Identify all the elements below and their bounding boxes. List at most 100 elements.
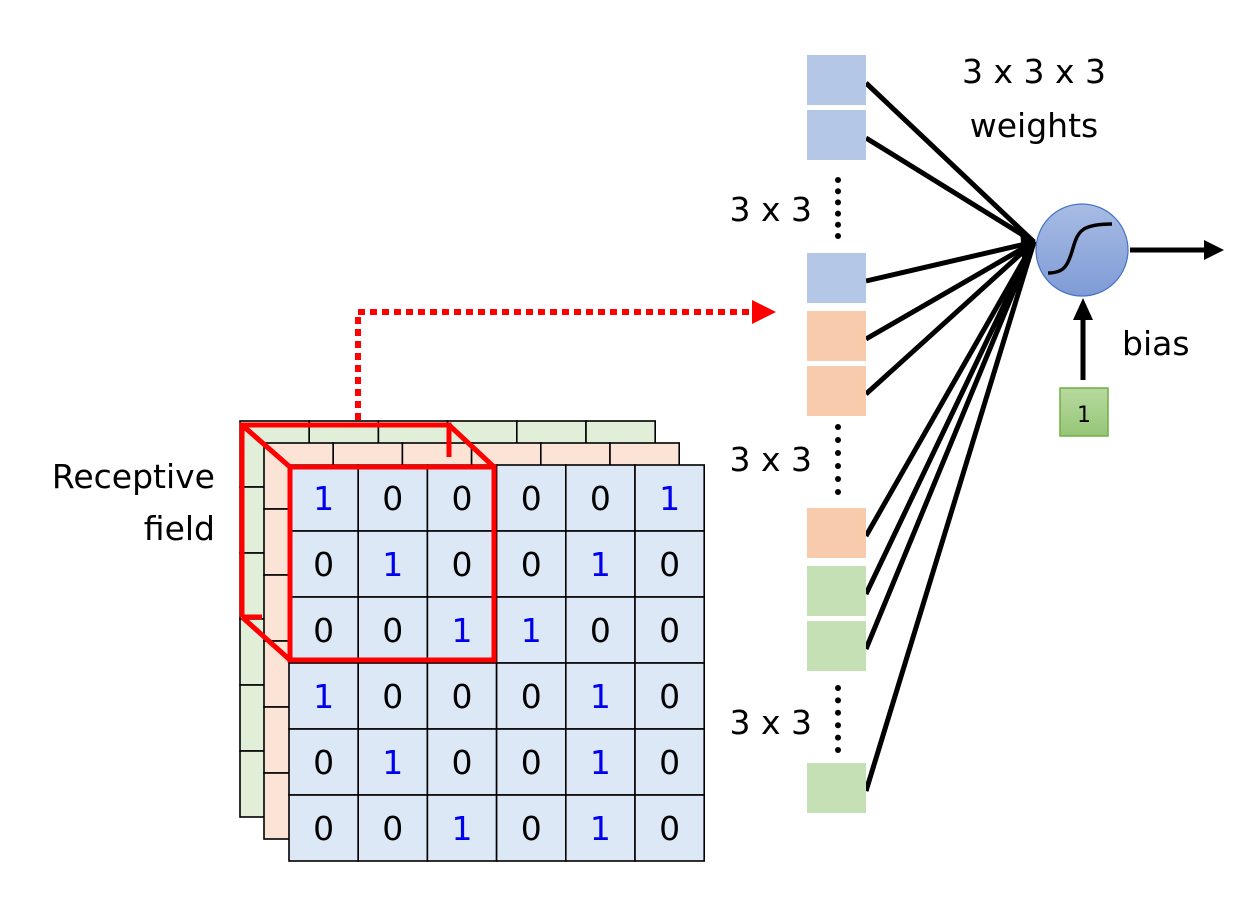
weight-box: [807, 763, 866, 813]
input-value: 0: [521, 809, 542, 848]
input-cell: [564, 530, 636, 598]
input-value: 0: [590, 611, 611, 650]
weight-ellipses: [835, 177, 841, 753]
input-value: 1: [452, 809, 473, 848]
output-arrow: [1130, 240, 1224, 260]
input-value: 0: [659, 743, 680, 782]
sigmoid-icon: [1047, 222, 1113, 275]
weights-title-line2: weights: [970, 106, 1098, 145]
input-value: 0: [382, 479, 403, 518]
ellipsis-dot: [835, 489, 841, 495]
receptive-field-label-line2: field: [144, 509, 215, 548]
input-cell: [426, 596, 498, 664]
weight-box: [807, 55, 866, 105]
input-value: 0: [521, 677, 542, 716]
input-cell: [357, 794, 429, 862]
ellipsis-dot: [835, 709, 841, 716]
input-cell: [495, 728, 567, 796]
input-value: 1: [382, 743, 403, 782]
ellipsis-dot: [835, 722, 841, 729]
weight-connection: [865, 239, 1035, 284]
neuron-circle: [1035, 203, 1129, 297]
receptive-field-box: [239, 422, 497, 663]
bias-label: bias: [1122, 324, 1190, 363]
weight-connection: [863, 240, 1037, 596]
input-value: 0: [521, 479, 542, 518]
bias-value: 1: [1077, 403, 1091, 428]
weight-connection: [864, 239, 1036, 342]
receptive-back-face: [239, 422, 452, 617]
input-cell: [288, 464, 359, 532]
input-value: 0: [382, 809, 403, 848]
ellipsis-dot: [835, 210, 841, 217]
input-value: 0: [659, 809, 680, 848]
input-value: 0: [382, 611, 403, 650]
input-value: 1: [313, 479, 334, 518]
ellipsis-dot: [835, 437, 841, 443]
receptive-front-face: [287, 464, 497, 663]
input-value: 0: [521, 743, 542, 782]
receptive-to-weights-arrow: [355, 300, 776, 420]
ellipsis-dot: [835, 188, 841, 195]
input-value: 0: [382, 677, 403, 716]
input-value: 0: [659, 677, 680, 716]
input-cell: [495, 596, 567, 664]
input-cell: [426, 530, 498, 598]
input-value: 0: [313, 743, 334, 782]
ellipsis-dot: [835, 233, 841, 239]
input-cell: [426, 794, 498, 862]
input-cell: [288, 794, 359, 862]
ellipsis-dot: [835, 463, 841, 469]
input-cell: [564, 596, 636, 664]
weight-connection: [863, 241, 1037, 792]
input-value: 0: [590, 479, 611, 518]
input-cell: [288, 530, 359, 598]
input-cell: [634, 530, 705, 598]
ellipsis-dot: [835, 697, 841, 704]
input-cell: [288, 662, 359, 730]
input-cell: [288, 596, 359, 664]
ellipsis-dot: [835, 424, 841, 430]
input-value: 1: [521, 611, 542, 650]
weight-box: [807, 366, 866, 416]
weight-connection: [864, 81, 1036, 244]
neuron: [1035, 203, 1129, 297]
input-value: 1: [590, 677, 611, 716]
input-cell: [634, 728, 705, 796]
weight-box: [807, 110, 866, 160]
weight-connection: [863, 240, 1037, 538]
input-cell: [564, 662, 636, 730]
input-arrowhead: [1020, 228, 1037, 258]
input-value: 0: [452, 677, 473, 716]
input-cell: [634, 464, 705, 532]
weight-box: [807, 311, 866, 361]
weights-title-line1: 3 x 3 x 3: [962, 52, 1106, 91]
input-value: 1: [452, 611, 473, 650]
input-cell: [564, 794, 636, 862]
weight-connection: [864, 135, 1036, 245]
ellipsis-dot: [835, 734, 841, 741]
input-value: 0: [313, 611, 334, 650]
input-value: 0: [313, 809, 334, 848]
weight-box: [807, 566, 866, 616]
receptive-field-label-line1: Receptive: [52, 457, 215, 496]
weight-box: [807, 508, 866, 558]
ellipsis-dot: [835, 199, 841, 206]
input-value: 0: [659, 545, 680, 584]
group-label-green: 3 x 3: [730, 703, 813, 742]
input-cell: [426, 728, 498, 796]
weight-column: [807, 55, 866, 813]
weight-box: [807, 253, 866, 303]
input-value: 1: [590, 545, 611, 584]
input-value: 0: [452, 479, 473, 518]
input-value: 0: [659, 611, 680, 650]
group-label-blue: 3 x 3: [730, 190, 813, 229]
group-label-orange: 3 x 3: [730, 440, 813, 479]
input-value: 1: [590, 809, 611, 848]
bias-box: [1059, 387, 1109, 437]
input-cell: [495, 530, 567, 598]
input-cell: [357, 728, 429, 796]
input-cell: [495, 464, 567, 532]
